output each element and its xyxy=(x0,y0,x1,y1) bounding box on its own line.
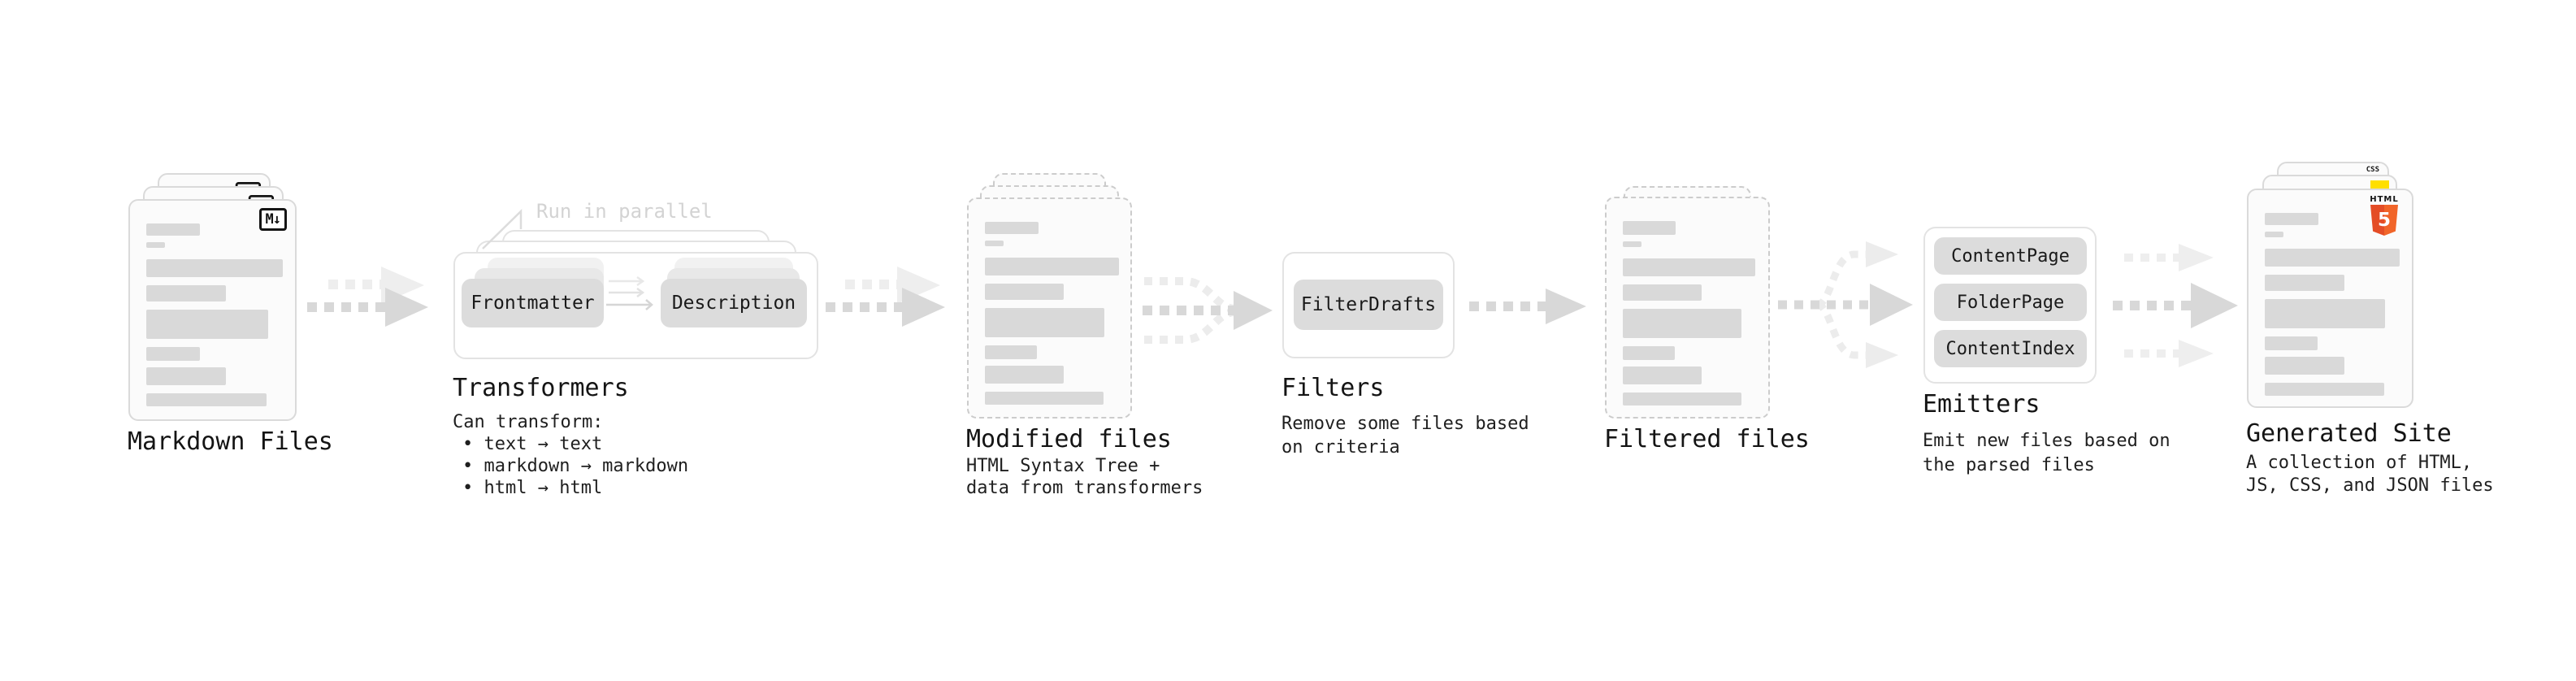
caption-line: data from transformers xyxy=(966,478,1203,498)
stage-title-emitters: Emitters xyxy=(1923,390,2040,419)
html5-shield: 5 xyxy=(2370,205,2398,236)
caption-line: • text → text xyxy=(462,434,603,454)
transformer-box-label: Frontmatter xyxy=(471,293,595,314)
modified-files-caption: HTML Syntax Tree + data from transformer… xyxy=(966,455,1203,499)
emitter-box-label: FolderPage xyxy=(1956,292,2065,313)
html5-word: HTML xyxy=(2370,195,2399,204)
filter-box-filterdrafts: FilterDrafts xyxy=(1294,280,1443,330)
flow-arrow-filtered-to-emitters xyxy=(1778,241,1913,368)
stage-title-filters: Filters xyxy=(1281,374,1385,402)
run-in-parallel-leader-line xyxy=(482,209,523,249)
transformer-box-label: Description xyxy=(671,293,796,314)
flow-arrow-modified-to-filters xyxy=(1143,277,1273,344)
flow-arrow-transformers-to-modified xyxy=(826,267,945,327)
emitters-caption: Emit new files based on the parsed files xyxy=(1923,429,2171,478)
generated-file-card: HTML 5 xyxy=(2247,189,2413,408)
transformer-box-frontmatter: Frontmatter xyxy=(462,279,604,327)
filters-caption: Remove some files based on criteria xyxy=(1281,412,1529,459)
caption-line: A collection of HTML, xyxy=(2246,453,2473,473)
html5-icon: HTML 5 xyxy=(2366,195,2402,236)
emitter-box-contentindex: ContentIndex xyxy=(1934,330,2087,367)
stage-title-modified-files: Modified files xyxy=(966,425,1172,453)
document-placeholder-lines xyxy=(146,201,283,406)
document-placeholder-lines xyxy=(985,199,1119,405)
modified-file-card xyxy=(967,197,1132,419)
stage-title-filtered-files: Filtered files xyxy=(1604,425,1810,453)
markdown-icon: M↓ xyxy=(258,208,287,231)
flow-arrow-filters-to-filtered xyxy=(1469,288,1586,324)
parallel-arrows-icon xyxy=(606,275,653,310)
document-placeholder-lines xyxy=(1623,198,1755,406)
flow-arrow-emitters-to-generated xyxy=(2113,244,2238,367)
caption-line: the parsed files xyxy=(1923,455,2095,475)
caption-line: HTML Syntax Tree + xyxy=(966,456,1160,476)
emitter-box-contentpage: ContentPage xyxy=(1934,237,2087,275)
caption-line: • html → html xyxy=(462,478,603,498)
markdown-file-card: M↓ xyxy=(128,199,297,421)
emitter-box-label: ContentPage xyxy=(1951,245,2070,267)
js-icon xyxy=(2370,180,2389,191)
flow-arrow-markdown-to-transformers xyxy=(307,267,428,327)
stage-title-transformers: Transformers xyxy=(453,374,629,402)
filtered-file-card xyxy=(1605,197,1770,419)
stage-title-generated-site: Generated Site xyxy=(2246,419,2452,448)
emitter-box-folderpage: FolderPage xyxy=(1934,284,2087,321)
document-placeholder-lines xyxy=(2265,190,2400,396)
caption-line: Can transform: xyxy=(453,412,604,432)
stage-title-markdown-files: Markdown Files xyxy=(128,427,333,456)
caption-line: JS, CSS, and JSON files xyxy=(2246,475,2494,496)
caption-line: on criteria xyxy=(1281,437,1400,458)
caption-line: Emit new files based on xyxy=(1923,431,2171,451)
generated-site-caption: A collection of HTML, JS, CSS, and JSON … xyxy=(2246,452,2494,497)
html5-number: 5 xyxy=(2377,210,2391,231)
caption-line: • markdown → markdown xyxy=(462,456,689,476)
transformer-box-description: Description xyxy=(661,279,807,327)
run-in-parallel-label: Run in parallel xyxy=(536,200,713,223)
transformers-caption: Can transform: • text → text • markdown … xyxy=(453,411,688,499)
caption-line: Remove some files based xyxy=(1281,414,1529,434)
emitter-box-label: ContentIndex xyxy=(1945,338,2075,359)
filter-box-label: FilterDrafts xyxy=(1300,294,1437,315)
